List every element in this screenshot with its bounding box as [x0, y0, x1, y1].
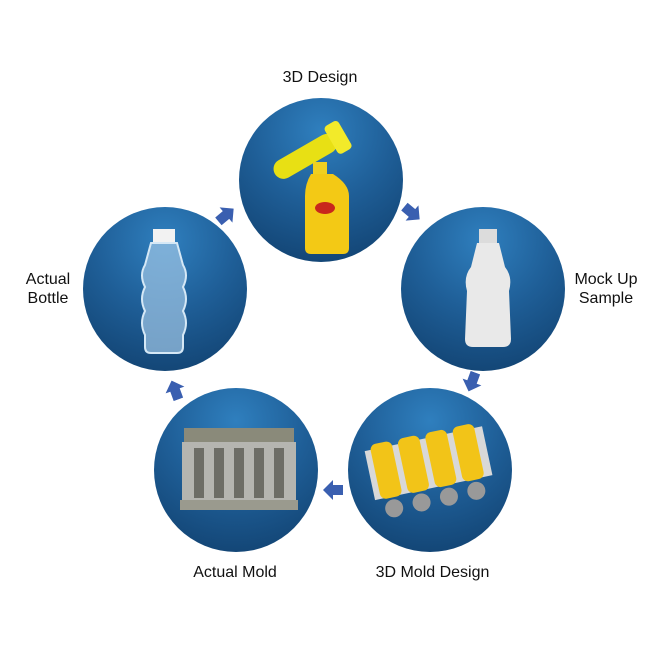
clear-bottle-image: [141, 229, 187, 354]
actual-mold-image: [180, 428, 298, 510]
label-3d-mold-design: 3D Mold Design: [375, 564, 490, 581]
circle-actual-bottle: [83, 207, 247, 371]
arrow-icon: [165, 380, 185, 402]
circle-mock-up-sample: [401, 207, 565, 371]
label-line: Bottle: [27, 290, 69, 307]
mockup-bottle-image: [465, 229, 511, 347]
preform-bottle-image: [273, 120, 352, 254]
circle-actual-mold: [154, 388, 318, 552]
label-mock-up-sample: Mock Up Sample: [566, 270, 646, 308]
circle-3d-mold-design: [348, 388, 512, 552]
arrow-icon: [323, 480, 343, 500]
arrow-icon: [401, 202, 420, 221]
mold-design-image: [364, 424, 493, 518]
label-actual-mold: Actual Mold: [193, 564, 277, 581]
label-line: Sample: [578, 290, 634, 307]
arrow-icon: [462, 370, 482, 392]
label-line: Mock Up: [574, 271, 638, 288]
label-3d-design: 3D Design: [282, 69, 358, 86]
arrow-icon: [215, 207, 234, 226]
circle-3d-design: [239, 98, 403, 262]
label-line: Actual: [25, 271, 71, 288]
label-actual-bottle: Actual Bottle: [8, 270, 88, 308]
